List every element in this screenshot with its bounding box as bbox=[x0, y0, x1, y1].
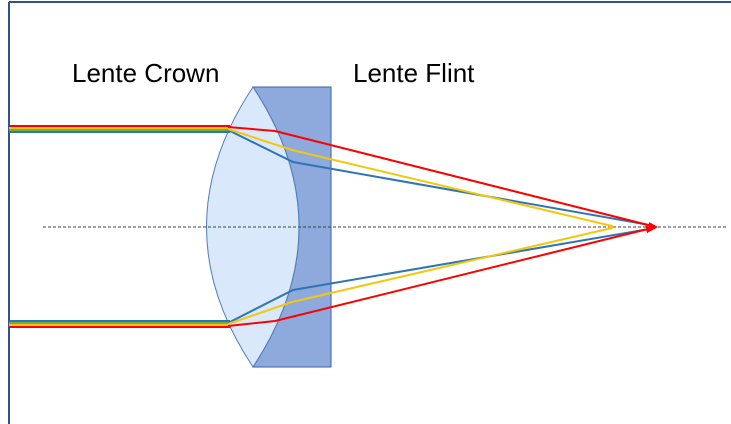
incoming-rays-top bbox=[9, 125, 230, 133]
focal-point-yellow bbox=[608, 224, 614, 230]
focal-point-red-arrowhead bbox=[649, 222, 658, 232]
ray-blue-bottom bbox=[227, 227, 656, 324]
incoming-rays-bottom bbox=[9, 320, 230, 328]
ray-red-top bbox=[227, 126, 653, 227]
ray-yellow-top bbox=[227, 128, 613, 227]
ray-yellow-bottom bbox=[227, 227, 613, 325]
ray-blue-top bbox=[227, 129, 656, 227]
crown-lens bbox=[206, 86, 300, 368]
flint-lens-label: Lente Flint bbox=[353, 58, 475, 88]
ray-red-bottom bbox=[227, 225, 654, 327]
crown-lens-label: Lente Crown bbox=[72, 58, 219, 88]
